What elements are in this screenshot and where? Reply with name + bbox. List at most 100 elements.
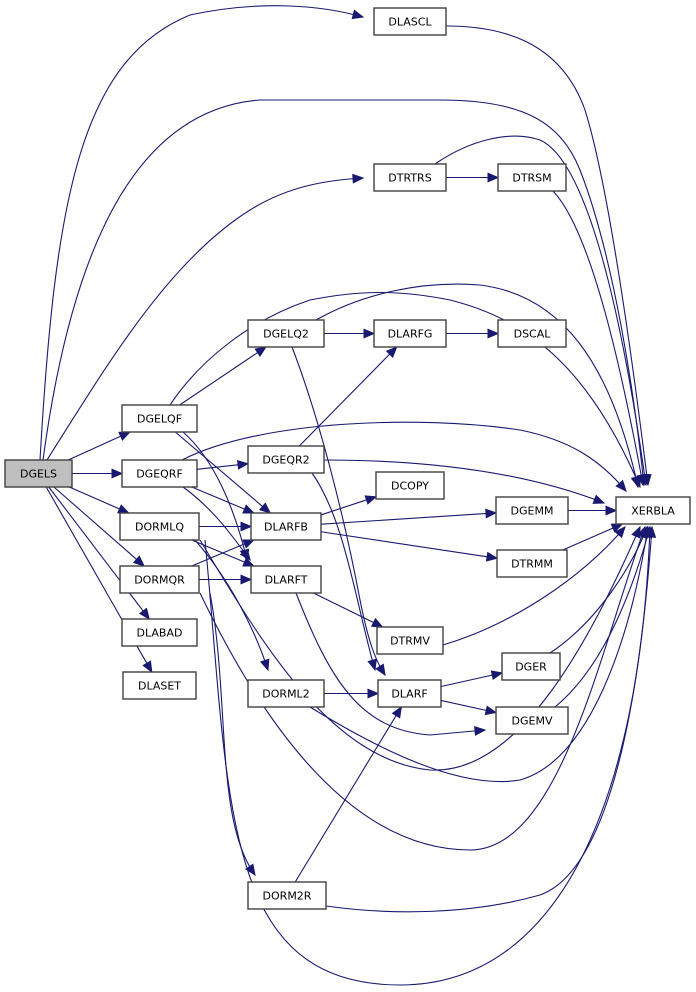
arrowhead-icon [240,521,253,532]
node-dtrmm[interactable]: DTRMM [496,549,568,578]
arrowhead-icon [240,574,253,585]
node-dlaset[interactable]: DLASET [122,671,197,700]
node-dcopy[interactable]: DCOPY [375,471,445,500]
edge-dtrsm-to-xerbla [552,190,646,487]
node-box[interactable] [373,7,447,36]
node-box[interactable] [121,404,198,433]
node-box[interactable] [247,881,327,910]
node-dgemv[interactable]: DGEMV [495,706,569,735]
node-dlarf[interactable]: DLARF [377,679,442,708]
node-box[interactable] [121,618,198,647]
node-dlarfg[interactable]: DLARFG [373,319,447,348]
node-dtrtrs[interactable]: DTRTRS [373,163,447,192]
node-box[interactable] [4,459,73,488]
arrowhead-icon [237,459,250,470]
edge-dlarf-to-dger [440,670,504,688]
edge-dger-to-xerbla [549,525,648,654]
node-xerbla[interactable]: XERBLA [615,496,691,525]
arrowhead-icon [132,555,146,567]
node-dger[interactable]: DGER [501,652,561,681]
node-box[interactable] [376,626,444,655]
node-label: DGELQF [137,413,182,426]
node-dlascl[interactable]: DLASCL [373,7,447,36]
edge-line [196,464,240,470]
node-box[interactable] [373,163,447,192]
arrowhead-icon [487,328,500,339]
arrowhead-icon [614,526,626,539]
edge-line [552,190,644,486]
node-box[interactable] [375,471,445,500]
arrowhead-icon [364,495,378,505]
edge-dgels-to-dormlq [69,486,130,514]
edge-line [320,499,368,516]
edge-line [320,531,489,558]
node-box[interactable] [495,706,569,735]
edge-line [320,512,488,525]
node-dtrsm[interactable]: DTRSM [497,163,567,192]
node-box[interactable] [501,652,561,681]
node-dlarft[interactable]: DLARFT [250,565,322,594]
node-dgeqrf[interactable]: DGEQRF [121,459,198,488]
node-box[interactable] [615,496,691,525]
node-box[interactable] [121,459,198,488]
node-label: DGEMV [512,715,553,728]
arrowhead-icon [485,551,499,562]
edge-line [182,431,248,561]
node-label: DGEQR2 [262,454,309,467]
arrowhead-icon [485,508,498,519]
node-label: DGEQRF [136,468,183,481]
node-box[interactable] [497,319,567,348]
edge-line [562,527,615,551]
edge-line [169,291,641,488]
node-dgelq2[interactable]: DGELQ2 [247,319,325,348]
arrowhead-icon [259,658,270,672]
node-box[interactable] [495,496,569,525]
arrowhead-icon [592,494,606,504]
node-dgeqr2[interactable]: DGEQR2 [247,445,325,474]
node-dlarfb[interactable]: DLARFB [250,512,322,541]
arrowhead-icon [631,525,641,539]
node-box[interactable] [496,549,568,578]
edge-line [311,472,376,671]
node-label: DTRTRS [388,172,431,185]
node-label: DGELS [20,468,57,481]
node-dgels[interactable]: DGELS [4,459,73,488]
node-box[interactable] [247,445,325,474]
node-box[interactable] [247,679,325,708]
edge-line [291,346,386,676]
node-box[interactable] [122,671,197,700]
node-box[interactable] [250,565,322,594]
node-box[interactable] [377,679,442,708]
edge-dlarft-to-dtrmv [313,592,384,628]
node-dlabad[interactable]: DLABAD [121,618,198,647]
edge-dgels-to-dgeqrf [72,468,124,479]
node-label: DLASET [138,680,181,693]
node-box[interactable] [247,319,325,348]
edge-dormqr-to-dorm2r [209,592,256,877]
node-box[interactable] [497,163,567,192]
arrowhead-icon [242,557,255,567]
edge-dgelqf-to-dgelq2 [179,346,267,406]
node-box[interactable] [119,512,200,541]
arrowhead-icon [117,504,130,514]
edge-line [191,542,246,567]
arrowhead-icon [242,504,255,514]
node-box[interactable] [373,319,447,348]
edge-line [191,486,246,511]
node-label: DORMLQ [135,521,184,534]
node-dormlq[interactable]: DORMLQ [119,512,200,541]
node-dorm2r[interactable]: DORM2R [247,881,327,910]
node-dscal[interactable]: DSCAL [497,319,567,348]
edge-dgeqrf-to-dlarft [182,486,251,562]
edge-line [179,351,259,406]
node-dgelqf[interactable]: DGELQF [121,404,198,433]
node-label: DLARFG [388,328,433,341]
node-dtrmv[interactable]: DTRMV [376,626,444,655]
node-box[interactable] [119,565,200,594]
edge-dgels-to-dlascl [39,5,365,461]
edge-line [445,25,649,486]
node-dgemm[interactable]: DGEMM [495,496,569,525]
node-dorml2[interactable]: DORML2 [247,679,325,708]
node-box[interactable] [250,512,322,541]
node-dormqr[interactable]: DORMQR [119,565,200,594]
